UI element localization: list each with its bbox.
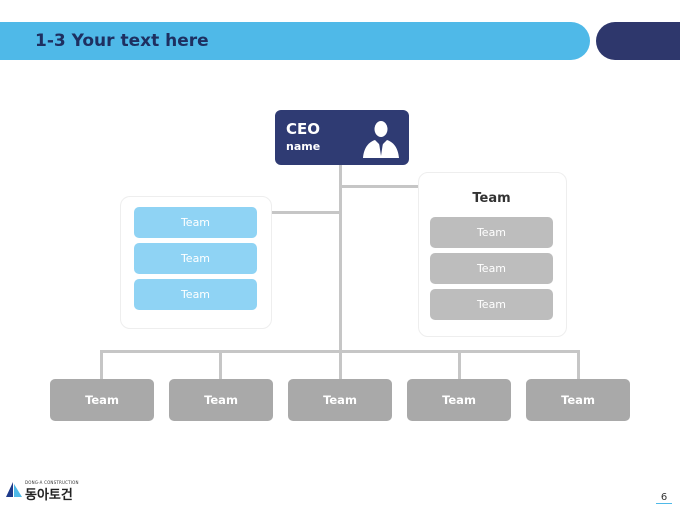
businessman-icon (363, 121, 399, 158)
logo-subtitle: DONG-A CONSTRUCTION (25, 480, 79, 485)
ceo-title: CEO (286, 120, 321, 138)
header-accent-bar (596, 22, 680, 60)
bottom-team-box-4: Team (407, 379, 511, 421)
ceo-box: CEO name (275, 110, 409, 165)
ceo-name: name (286, 140, 321, 153)
connector-drop-1 (100, 350, 103, 379)
logo-text: 동아토건 (25, 488, 73, 503)
left-team-box-1: Team (134, 207, 257, 238)
right-team-box-2: Team (430, 253, 553, 284)
right-team-box-3: Team (430, 289, 553, 320)
connector-vertical-main (339, 165, 342, 353)
bottom-team-box-5: Team (526, 379, 630, 421)
right-team-box-1: Team (430, 217, 553, 248)
connector-drop-3 (339, 350, 342, 379)
left-team-box-2: Team (134, 243, 257, 274)
bottom-team-box-3: Team (288, 379, 392, 421)
connector-drop-2 (219, 350, 222, 379)
left-team-box-3: Team (134, 279, 257, 310)
connector-right-branch (339, 185, 419, 188)
right-group-title: Team (472, 191, 511, 206)
title-bar (0, 22, 590, 60)
company-logo-icon (6, 482, 22, 497)
bottom-team-box-2: Team (169, 379, 273, 421)
bottom-team-box-1: Team (50, 379, 154, 421)
page-number: 6 (656, 492, 672, 504)
connector-left-branch (270, 211, 341, 214)
connector-drop-5 (577, 350, 580, 379)
connector-drop-4 (458, 350, 461, 379)
page-title: 1-3 Your text here (35, 31, 209, 51)
